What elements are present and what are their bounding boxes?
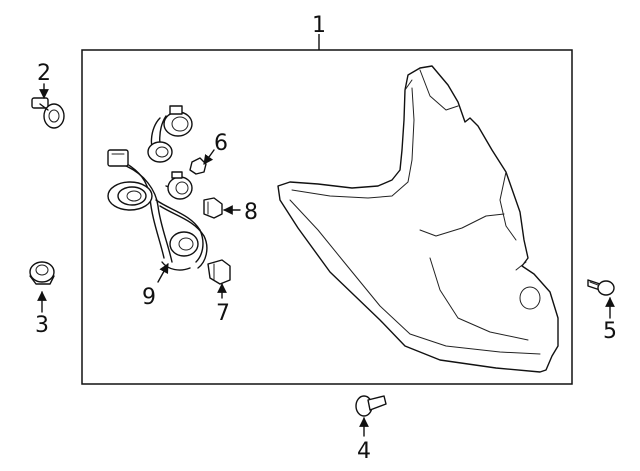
callout-5: 5 <box>603 319 617 344</box>
callout-7: 7 <box>216 301 230 326</box>
bulb-6 <box>189 157 207 175</box>
callout-2: 2 <box>37 61 51 86</box>
callout-9-arrow <box>157 263 169 283</box>
bulb-8 <box>203 197 223 219</box>
bulb-7 <box>207 259 231 285</box>
assembly-frame <box>81 49 573 385</box>
wiring-harness <box>107 105 208 271</box>
callout-3: 3 <box>35 313 49 338</box>
tail-lamp-housing <box>277 65 559 373</box>
callout-8: 8 <box>244 200 258 225</box>
callout-6-arrow <box>203 149 215 165</box>
callout-1: 1 <box>312 13 326 38</box>
part-3-nut <box>29 261 55 285</box>
part-2-push-pin <box>31 97 65 129</box>
callout-6: 6 <box>214 131 228 156</box>
part-4-pin <box>355 395 387 417</box>
callout-4: 4 <box>357 439 371 464</box>
callout-9: 9 <box>142 285 156 310</box>
part-5-bolt <box>587 279 615 296</box>
